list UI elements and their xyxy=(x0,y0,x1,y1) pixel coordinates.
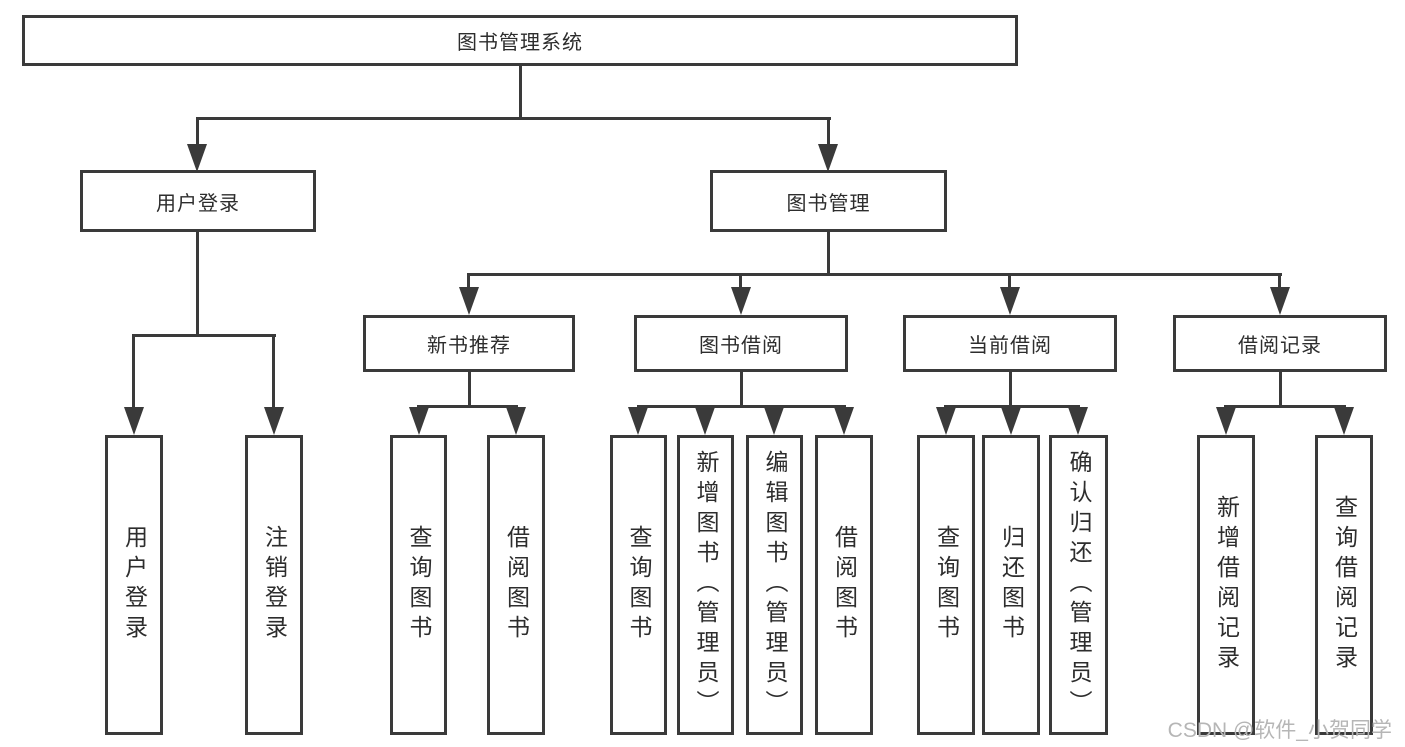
connector-drop xyxy=(132,334,135,410)
connector-branch-borrow-records xyxy=(1224,405,1346,408)
node-label: 查询图书 xyxy=(933,525,960,645)
node-label: 借阅图书 xyxy=(503,525,530,645)
connector-drop xyxy=(272,334,275,410)
leaf-borrow-books-borrow: 借阅图书 xyxy=(815,435,873,735)
connector-stem-new-book xyxy=(468,370,471,408)
arrow-down-icon xyxy=(936,407,956,435)
leaf-logout: 注销登录 xyxy=(245,435,303,735)
connector-stem-root xyxy=(519,66,522,120)
node-label: 编辑图书（管理员） xyxy=(762,450,788,720)
connector-stem-user-login xyxy=(196,230,199,337)
node-label: 注销登录 xyxy=(261,525,288,645)
node-label: 归还图书 xyxy=(998,525,1025,645)
connector-stem-current-borrow xyxy=(1009,370,1012,408)
leaf-edit-book-admin: 编辑图书（管理员） xyxy=(746,435,803,735)
leaf-add-borrow-record: 新增借阅记录 xyxy=(1197,435,1255,735)
arrow-down-icon xyxy=(731,287,751,315)
arrow-down-icon xyxy=(1000,287,1020,315)
node-current-borrow: 当前借阅 xyxy=(903,315,1117,372)
leaf-query-books-recommend: 查询图书 xyxy=(390,435,447,735)
node-label: 确认归还（管理员） xyxy=(1066,450,1092,720)
node-library-system: 图书管理系统 xyxy=(22,15,1018,66)
node-book-borrow: 图书借阅 xyxy=(634,315,848,372)
arrow-down-icon xyxy=(1270,287,1290,315)
node-label: 图书借阅 xyxy=(699,335,783,357)
arrow-down-icon xyxy=(834,407,854,435)
arrow-down-icon xyxy=(628,407,648,435)
connector-drop xyxy=(1008,273,1011,291)
leaf-query-books-borrow: 查询图书 xyxy=(610,435,667,735)
node-label: 新增图书（管理员） xyxy=(693,450,719,720)
node-label: 借阅图书 xyxy=(831,525,858,645)
arrow-down-icon xyxy=(1068,407,1088,435)
arrow-down-icon xyxy=(187,144,207,172)
connector-stem-book-management xyxy=(827,230,830,275)
node-user-login: 用户登录 xyxy=(80,170,316,232)
connector-drop xyxy=(467,273,470,291)
node-new-book-recommend: 新书推荐 xyxy=(363,315,575,372)
leaf-add-book-admin: 新增图书（管理员） xyxy=(677,435,734,735)
arrow-down-icon xyxy=(124,407,144,435)
connector-stem-book-borrow xyxy=(740,370,743,408)
arrow-down-icon xyxy=(264,407,284,435)
node-label: 当前借阅 xyxy=(968,335,1052,357)
node-label: 图书管理系统 xyxy=(457,32,583,54)
connector-branch-book-management xyxy=(467,273,1282,276)
node-label: 用户登录 xyxy=(121,525,148,645)
leaf-return-books: 归还图书 xyxy=(982,435,1040,735)
leaf-confirm-return-admin: 确认归还（管理员） xyxy=(1049,435,1108,735)
node-label: 图书管理 xyxy=(786,192,871,215)
arrow-down-icon xyxy=(1334,407,1354,435)
node-book-management: 图书管理 xyxy=(710,170,947,232)
connector-drop xyxy=(827,117,830,147)
arrow-down-icon xyxy=(818,144,838,172)
node-label: 查询借阅记录 xyxy=(1331,495,1358,675)
arrow-down-icon xyxy=(409,407,429,435)
connector-drop xyxy=(1278,273,1281,291)
connector-branch-book-borrow xyxy=(637,405,846,408)
leaf-borrow-books-recommend: 借阅图书 xyxy=(487,435,545,735)
connector-branch-current-borrow xyxy=(944,405,1080,408)
node-label: 借阅记录 xyxy=(1238,335,1322,357)
connector-branch-new-book xyxy=(417,405,518,408)
connector-drop xyxy=(739,273,742,291)
node-label: 新增借阅记录 xyxy=(1213,495,1240,675)
connector-branch-user-login xyxy=(132,334,276,337)
arrow-down-icon xyxy=(1216,407,1236,435)
leaf-user-login: 用户登录 xyxy=(105,435,163,735)
arrow-down-icon xyxy=(459,287,479,315)
arrow-down-icon xyxy=(695,407,715,435)
node-label: 新书推荐 xyxy=(427,335,511,357)
leaf-query-borrow-record: 查询借阅记录 xyxy=(1315,435,1373,735)
connector-drop xyxy=(196,117,199,147)
leaf-query-books-current: 查询图书 xyxy=(917,435,975,735)
node-label: 查询图书 xyxy=(406,525,432,645)
connector-branch-root xyxy=(196,117,831,120)
arrow-down-icon xyxy=(764,407,784,435)
node-label: 用户登录 xyxy=(156,192,240,215)
watermark: CSDN @软件_小贺同学 xyxy=(1167,719,1392,742)
connector-stem-borrow-records xyxy=(1279,370,1282,408)
arrow-down-icon xyxy=(1001,407,1021,435)
arrow-down-icon xyxy=(506,407,526,435)
node-borrow-records: 借阅记录 xyxy=(1173,315,1387,372)
node-label: 查询图书 xyxy=(626,525,652,645)
